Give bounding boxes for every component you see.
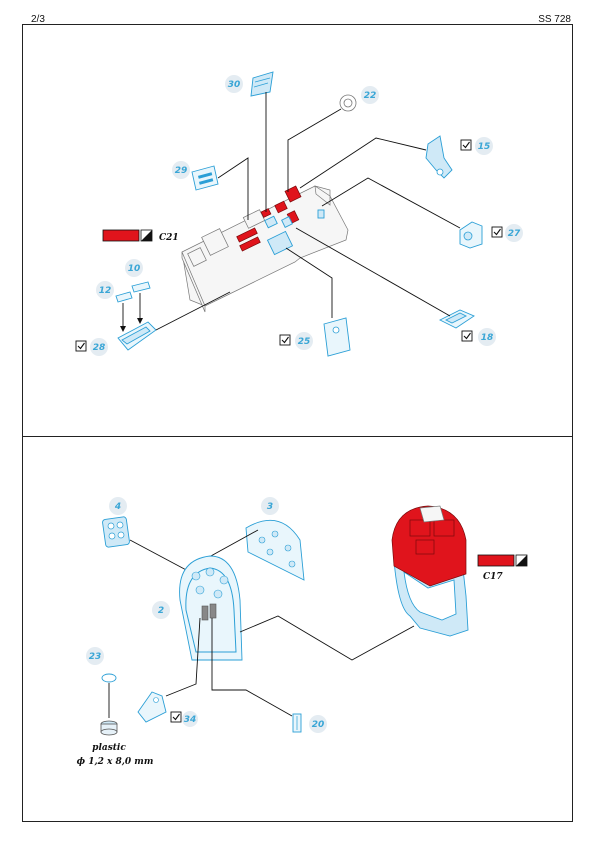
part-2: 2 [152,555,243,661]
instruction-frame [22,24,573,822]
color-code-c17: C17 [483,572,503,582]
part-label-28: 28 [93,343,106,353]
part-label-27: 27 [508,229,521,239]
set-code: SS 728 [538,14,571,25]
part-label-3: 3 [267,502,273,512]
color-swatch-icon [102,229,153,242]
part-15: 15 [299,135,493,189]
part-label-20: 20 [312,720,325,730]
instrument-panel-body [181,185,349,307]
part-label-29: 29 [175,166,188,176]
page-number: 2/3 [31,14,45,25]
painted-panel-assembly: C17 [239,505,528,661]
part-label-18: 18 [481,333,494,343]
part-label-12: 12 [99,286,112,296]
part-29: 29 [172,157,249,220]
red-part-1 [236,227,258,243]
color-swatch-icon-c17 [477,554,528,567]
part-18: 18 [295,227,496,346]
top-assembly [181,185,349,313]
part-label-25: 25 [298,337,311,347]
part-label-22: 22 [364,91,377,101]
part-30: 30 [225,71,274,212]
parts-12-10-28: 12 10 28 [75,259,231,356]
part-label-4: 4 [114,502,121,512]
color-code-c21: C21 [159,233,179,243]
part-25: 25 [279,247,351,357]
part-23: 23 plastic ϕ 1,2 x 8,0 mm [77,647,154,767]
part-27: 27 [321,177,523,249]
part-label-10: 10 [128,264,141,274]
color-callout-c21: C21 [102,229,179,243]
part-20: 20 [211,618,327,733]
panel-divider [22,436,573,437]
part-34: 34 [137,617,201,727]
part-4: 4 [102,497,191,573]
part-label-23: 23 [89,652,102,662]
part-label-15: 15 [478,142,491,152]
part-3: 3 [199,497,305,581]
part-label-2: 2 [158,606,164,616]
size-note: ϕ 1,2 x 8,0 mm [77,757,154,767]
part-22: 22 [287,86,379,192]
part-label-30: 30 [228,80,241,90]
material-note: plastic [92,743,126,753]
part-label-34: 34 [184,715,197,725]
